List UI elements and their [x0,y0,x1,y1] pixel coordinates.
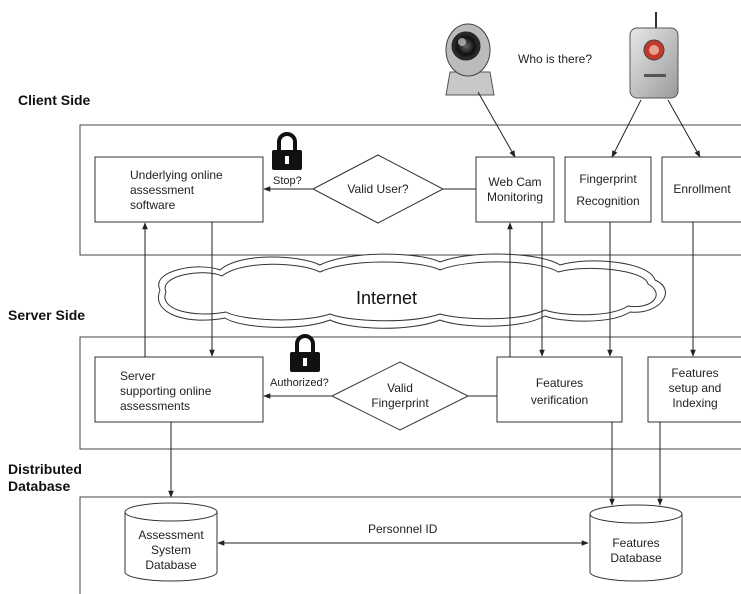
features-setup-box [647,356,741,423]
webcam-monitoring-label: Web Cam Monitoring [476,175,554,205]
label-line: software [130,198,176,212]
personnel-id-label: Personnel ID [368,522,438,536]
client-side-title: Client Side [18,92,91,108]
distributed-database-title: Distributed Database [8,461,82,495]
who-is-there-label: Who is there? [518,52,593,66]
server-label: Server supporting online assessments [120,369,211,414]
assessment-database-label: Assessment System Database [125,528,217,573]
label-line: Underlying online [130,168,223,182]
features-database-cylinder [589,504,683,582]
assessment-software-box [94,156,264,223]
fingerprint-recognition-box [564,156,652,223]
fingerprint-scanner-icon [629,12,679,99]
webcam-icon [445,23,495,96]
features-database-label: Features Database [590,536,682,566]
stop-label: Stop? [273,175,302,187]
webcam-monitoring-box [475,156,555,223]
features-setup-label: Features setup and Indexing [648,366,741,411]
label-line: Features [671,366,719,380]
label-line: Monitoring [486,190,544,204]
label-line: Database [610,551,662,565]
label-line: Indexing [672,396,718,410]
arrow-scanner-fingerprint [611,99,642,158]
features-verification-box [496,356,623,423]
database-frame [79,496,741,594]
label-line: Database [145,558,197,572]
authorized-label: Authorized? [270,377,329,389]
assessment-database-cylinder [124,502,218,582]
features-verification-label: Features verification [497,375,622,409]
assessment-software-label: Underlying online assessment software [130,168,223,213]
label-line: assessments [120,399,191,413]
enrollment-box [661,156,741,223]
label-line: Features [535,376,584,390]
server-side-frame [79,336,741,450]
fingerprint-recognition-label: Fingerprint Recognition [565,168,651,212]
database-title-line: Database [8,478,71,494]
valid-fingerprint-label: Valid Fingerprint [355,381,445,411]
label-line: Valid [387,381,413,395]
label-line: Server [120,369,156,383]
lock-icon [290,334,320,372]
label-line: Features [612,536,660,550]
label-line: supporting online [120,384,212,398]
label-line: assessment [130,183,195,197]
arrow-webcam-device [477,91,516,158]
internet-cloud [157,253,666,329]
enrollment-label: Enrollment [673,182,731,196]
server-side-title: Server Side [8,307,86,323]
label-line: verification [530,393,589,407]
label-line: Web Cam [488,175,542,189]
label-line: setup and [668,381,722,395]
valid-user-label: Valid User? [347,182,409,196]
label-line: Recognition [576,194,640,208]
lock-icon [272,132,302,170]
arrow-scanner-enrollment [667,99,701,158]
label-line: System [150,543,191,557]
label-line: Assessment [138,528,204,542]
label-line: Fingerprint [371,396,429,410]
label-line: Fingerprint [579,172,637,186]
database-title-line: Distributed [8,461,82,477]
server-box [94,356,264,423]
internet-label: Internet [356,288,418,308]
